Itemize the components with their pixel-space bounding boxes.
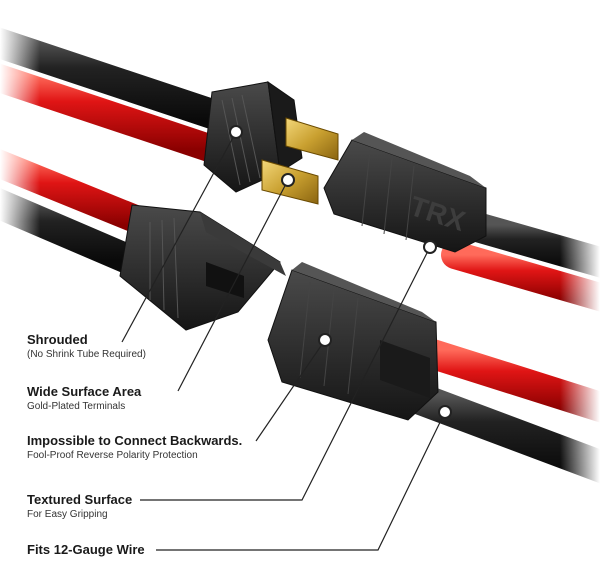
- leader-textured-surface: [140, 246, 431, 501]
- male-connector-top: [203, 80, 339, 205]
- dot-impossible-backwards: [318, 333, 332, 347]
- terminal-blade-upper: [285, 117, 339, 161]
- dot-textured-surface: [423, 240, 437, 254]
- callout-impossible-backwards: Impossible to Connect Backwards. Fool-Pr…: [27, 433, 242, 463]
- callout-12-gauge: Fits 12-Gauge Wire: [27, 542, 145, 558]
- callout-title: Impossible to Connect Backwards.: [27, 433, 243, 448]
- callout-title: Textured Surface: [27, 492, 133, 507]
- callout-subtitle: Gold-Plated Terminals: [27, 401, 126, 412]
- callout-title: Fits 12-Gauge Wire: [27, 542, 145, 557]
- dot-wide-surface: [281, 173, 295, 187]
- callout-wide-surface: Wide Surface Area Gold-Plated Terminals: [27, 384, 141, 414]
- callout-dots: [229, 125, 452, 419]
- leader-shrouded: [121, 131, 237, 343]
- callout-subtitle: (No Shrink Tube Required): [27, 349, 146, 360]
- callout-subtitle: Fool-Proof Reverse Polarity Protection: [27, 450, 198, 461]
- female-connector-top: TRX: [323, 132, 487, 253]
- callout-subtitle: For Easy Gripping: [27, 509, 108, 520]
- leader-impossible-backwards: [255, 339, 326, 442]
- dot-12-gauge: [438, 405, 452, 419]
- callout-leaders: [121, 131, 446, 551]
- callout-title: Wide Surface Area: [27, 384, 142, 399]
- male-connector-bottom: [119, 204, 286, 331]
- callout-shrouded: Shrouded (No Shrink Tube Required): [27, 332, 146, 362]
- leader-12-gauge: [156, 411, 446, 551]
- callout-textured-surface: Textured Surface For Easy Gripping: [27, 492, 132, 522]
- leader-wide-surface: [177, 179, 289, 392]
- female-connector-bottom: [267, 262, 439, 421]
- callout-title: Shrouded: [27, 332, 88, 347]
- dot-shrouded: [229, 125, 243, 139]
